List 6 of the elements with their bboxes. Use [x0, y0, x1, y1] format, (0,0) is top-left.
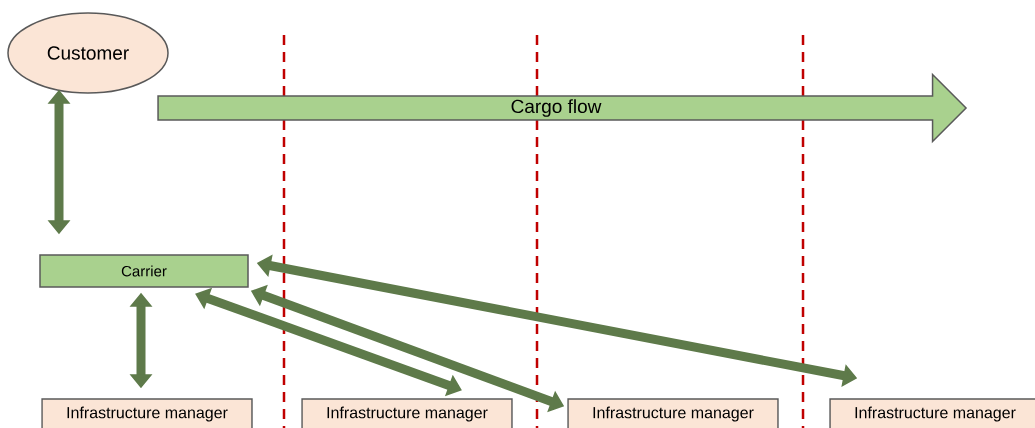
- process-box: Carrier: [39, 254, 249, 288]
- ellipse-node: Customer: [7, 12, 169, 94]
- process-box: Infrastructure manager: [829, 398, 1035, 428]
- process-box: Infrastructure manager: [41, 398, 253, 428]
- process-box: Infrastructure manager: [301, 398, 513, 428]
- process-box: Infrastructure manager: [567, 398, 779, 428]
